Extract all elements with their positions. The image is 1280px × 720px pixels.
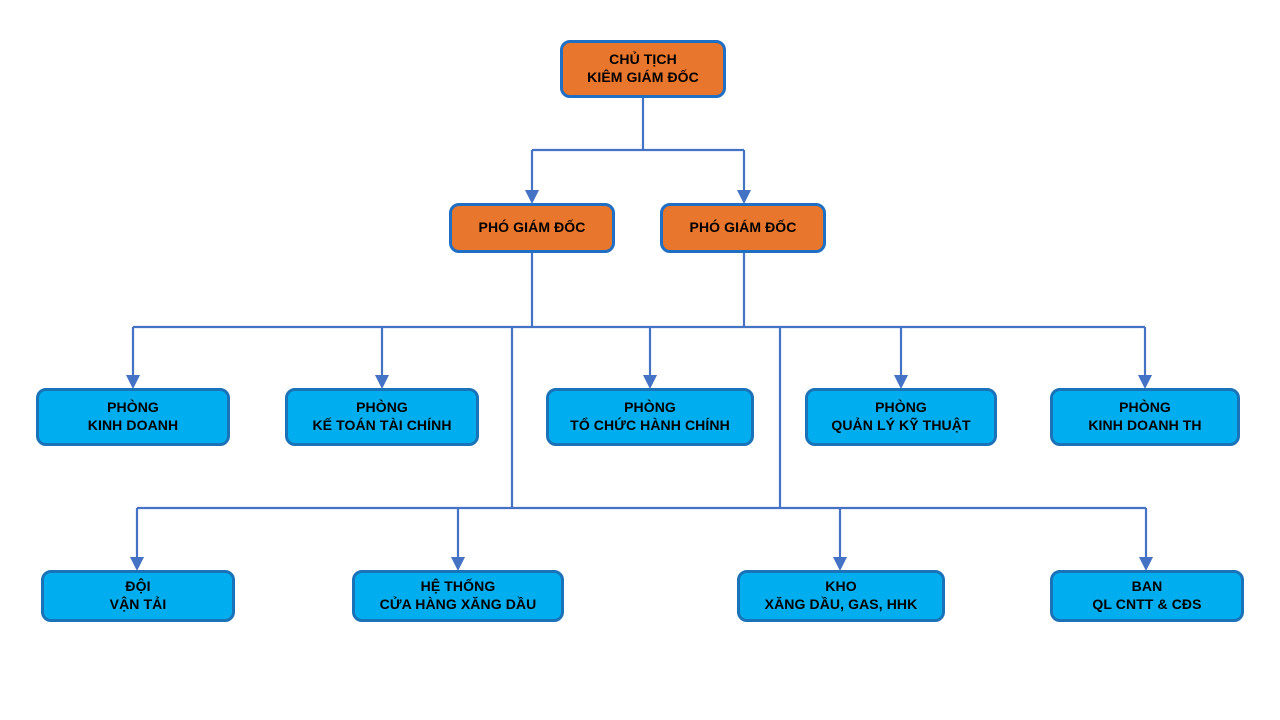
node-deputy-director-1[interactable]: PHÓ GIÁM ĐỐC — [449, 203, 615, 253]
node-unit-it[interactable]: BAN QL CNTT & CĐS — [1050, 570, 1244, 622]
node-department-admin[interactable]: PHÒNG TỔ CHỨC HÀNH CHÍNH — [546, 388, 754, 446]
node-unit-transport-line2: VẬN TẢI — [109, 596, 167, 612]
node-deputy-director-2[interactable]: PHÓ GIÁM ĐỐC — [660, 203, 826, 253]
node-unit-warehouse[interactable]: KHO XĂNG DẦU, GAS, HHK — [737, 570, 945, 622]
node-unit-fuel-stations-line1: HỆ THỐNG — [420, 578, 496, 595]
node-department-technical-line1: PHÒNG — [875, 399, 927, 416]
node-department-finance-line1: PHÒNG — [356, 399, 408, 416]
node-unit-fuel-stations[interactable]: HỆ THỐNG CỬA HÀNG XĂNG DẦU — [352, 570, 564, 622]
node-department-finance-line2: KẾ TOÁN TÀI CHÍNH — [312, 417, 452, 433]
node-deputy-director-2-line1: PHÓ GIÁM ĐỐC — [689, 219, 797, 236]
node-unit-transport[interactable]: ĐỘI VẬN TẢI — [41, 570, 235, 622]
node-unit-warehouse-line1: KHO — [825, 578, 857, 595]
node-department-admin-line1: PHÒNG — [624, 399, 676, 416]
node-department-finance[interactable]: PHÒNG KẾ TOÁN TÀI CHÍNH — [285, 388, 479, 446]
node-department-technical-line2: QUẢN LÝ KỸ THUẬT — [831, 417, 971, 433]
node-chairman-line2: KIÊM GIÁM ĐỐC — [587, 69, 699, 85]
node-department-admin-line2: TỔ CHỨC HÀNH CHÍNH — [570, 417, 730, 433]
node-department-sales-line1: PHÒNG — [107, 399, 159, 416]
node-unit-transport-line1: ĐỘI — [125, 578, 151, 595]
node-department-sales-th-line1: PHÒNG — [1119, 399, 1171, 416]
node-department-sales-th-line2: KINH DOANH TH — [1088, 417, 1202, 433]
node-unit-it-line2: QL CNTT & CĐS — [1092, 596, 1202, 612]
node-unit-fuel-stations-line2: CỬA HÀNG XĂNG DẦU — [379, 596, 537, 612]
node-department-technical[interactable]: PHÒNG QUẢN LÝ KỸ THUẬT — [805, 388, 997, 446]
node-unit-it-line1: BAN — [1131, 578, 1163, 595]
node-unit-warehouse-line2: XĂNG DẦU, GAS, HHK — [764, 596, 918, 612]
node-chairman[interactable]: CHỦ TỊCH KIÊM GIÁM ĐỐC — [560, 40, 726, 98]
node-department-sales-th[interactable]: PHÒNG KINH DOANH TH — [1050, 388, 1240, 446]
node-department-sales[interactable]: PHÒNG KINH DOANH — [36, 388, 230, 446]
node-chairman-line1: CHỦ TỊCH — [609, 51, 677, 68]
node-deputy-director-1-line1: PHÓ GIÁM ĐỐC — [478, 219, 586, 236]
node-department-sales-line2: KINH DOANH — [87, 417, 179, 433]
